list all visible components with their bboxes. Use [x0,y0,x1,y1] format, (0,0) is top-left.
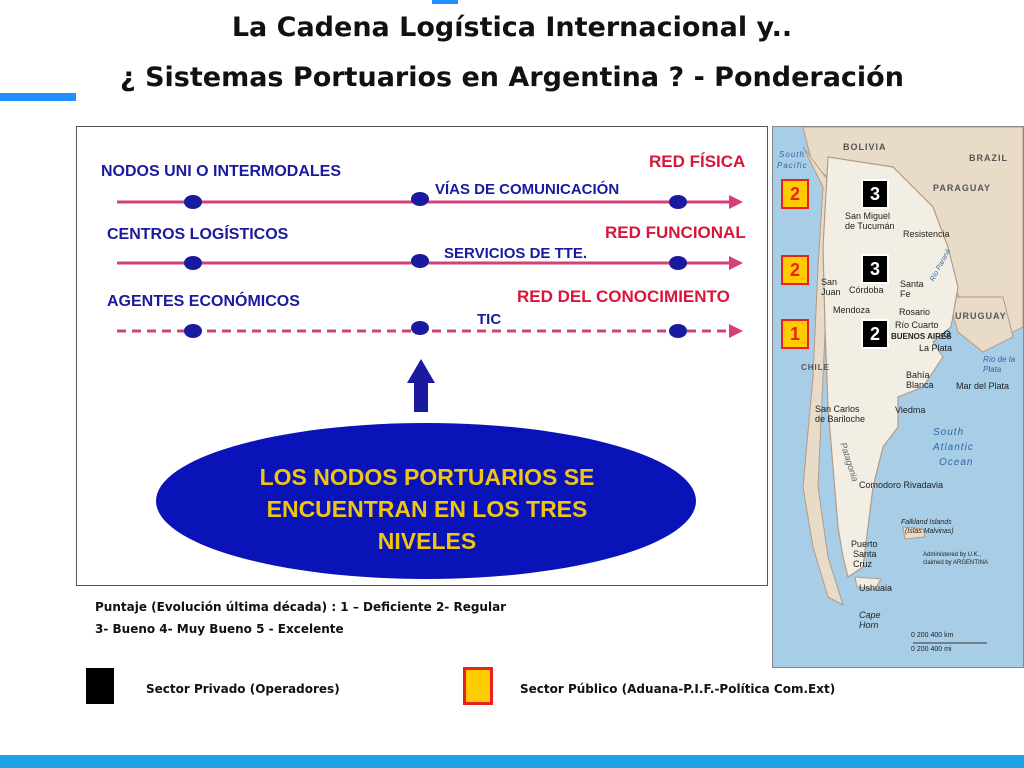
node-dot [411,321,429,335]
label-rio-de-la-plata: Río de la Plata [983,355,1016,374]
port-nodes-ellipse [156,423,696,579]
city-bariloche-1: San Carlos [815,404,860,414]
legend-private-label: Sector Privado (Operadores) [146,682,340,696]
ellipse-text-line-1: LOS NODOS PORTUARIOS SE [259,464,595,490]
node-dot [411,192,429,206]
bottom-band [0,755,1024,768]
label-paraguay: PARAGUAY [933,183,992,193]
city-resistencia: Resistencia [903,229,950,239]
city-ushuaia: Ushuaia [859,583,893,593]
label-south-pacific: South Pacific [777,150,808,170]
ellipse-text-line-3: NIVELES [377,528,477,554]
argentina-land [822,156,959,578]
level-2-right-label: RED FUNCIONAL [605,223,746,242]
city-cordoba: Córdoba [849,285,884,295]
city-bahia-blanca: Bahía Blanca [906,370,934,390]
label-atlantic: Atlantic [933,442,974,453]
level-1-middle-label: VÍAS DE COMUNICACIÓN [435,181,620,198]
ellipse-text: LOS NODOS PORTUARIOS SE ENCUENTRAN EN LO… [167,461,687,557]
label-admin-1: Administered by U.K., [923,552,982,558]
city-tucuman: San Miguel de Tucumán [845,211,895,231]
logistics-levels-diagram: NODOS UNI O INTERMODALES RED FÍSICA VÍAS… [76,126,768,586]
level-3-middle-label: TIC [477,311,502,328]
score-public-south: 1 [781,319,809,349]
label-south: South [933,427,965,438]
label-brazil: BRAZIL [969,153,1008,163]
city-mar-del-plata: Mar del Plata [956,381,1010,391]
scale-mi: 0 200 400 mi [911,646,952,653]
tierra-del-fuego [854,576,882,590]
diagram-canvas [117,192,743,579]
label-bolivia: BOLIVIA [843,142,887,152]
score-private-center: 3 [861,254,889,284]
level-2-arrowhead [729,256,743,270]
argentina-map: BOLIVIA BRAZIL PARAGUAY URUGUAY CHILE Pa… [772,126,1024,668]
legend-public-label: Sector Público (Aduana-P.I.F.-Política C… [520,682,836,696]
city-san-juan: San Juan [821,277,841,297]
level-3-right-label: RED DEL CONOCIMIENTO [517,287,730,306]
label-admin-2: claimed by ARGENTINA [923,560,989,566]
city-santa-fe: Santa Fe [900,279,924,299]
node-dot [184,324,202,338]
scale-km: 0 200 400 km [911,632,954,639]
score-scale-line-2: 3- Bueno 4- Muy Bueno 5 - Excelente [95,622,344,636]
label-ocean: Ocean [939,457,974,468]
label-cape-horn-2: Horn [859,620,879,630]
up-arrow-shaft [414,382,428,412]
city-puerto-santa-cruz-1: Puerto [851,539,878,549]
node-dot [184,195,202,209]
city-rio-cuarto: Río Cuarto [895,320,939,330]
map-canvas [802,127,1023,644]
legend-private-swatch [86,668,114,704]
page-title-line-1: La Cadena Logística Internacional y.. [231,12,793,43]
city-comodoro-rivadavia: Comodoro Rivadavia [859,480,944,490]
score-scale-line-1: Puntaje (Evolución última década) : 1 – … [95,600,507,614]
label-chile: CHILE [801,363,830,372]
legend-public-swatch [463,667,493,705]
node-dot [669,256,687,270]
top-accent-mark [432,0,458,4]
level-3-left-label: AGENTES ECONÓMICOS [107,293,300,310]
score-public-center: 2 [781,255,809,285]
blue-accent-bar [0,93,76,101]
node-dot [411,254,429,268]
city-la-plata: La Plata [919,343,953,353]
score-public-north: 2 [781,179,809,209]
label-uruguay: URUGUAY [955,311,1007,321]
city-mendoza: Mendoza [833,305,871,315]
city-puerto-santa-cruz-3: Cruz [853,559,873,569]
label-falkland-2: (Islas Malvinas) [905,528,954,535]
uruguay-land [947,296,1014,353]
node-dot [669,195,687,209]
label-cape-horn-1: Cape [859,610,881,620]
city-viedma: Viedma [895,405,926,415]
capital-marker [943,330,951,338]
level-1-left-label: NODOS UNI O INTERMODALES [101,163,342,180]
page-title-line-2: ¿ Sistemas Portuarios en Argentina ? - P… [120,62,904,93]
level-2-middle-label: SERVICIOS DE TTE. [444,245,588,262]
city-puerto-santa-cruz-2: Santa [853,549,877,559]
node-dot [669,324,687,338]
node-dot [184,256,202,270]
level-3-arrowhead [729,324,743,338]
city-buenos-aires: BUENOS AIRES [891,332,952,341]
level-1-arrowhead [729,195,743,209]
score-private-south: 2 [861,319,889,349]
level-2-left-label: CENTROS LOGÍSTICOS [107,226,289,243]
level-1-right-label: RED FÍSICA [649,152,746,171]
ellipse-text-line-2: ENCUENTRAN EN LOS TRES [266,496,588,522]
label-falkland-1: Falkland Islands [901,519,952,526]
score-private-north: 3 [861,179,889,209]
city-rosario: Rosario [899,307,931,317]
city-bariloche-2: de Bariloche [815,414,866,424]
falkland-islands [902,526,926,540]
up-arrow-head [407,359,435,383]
